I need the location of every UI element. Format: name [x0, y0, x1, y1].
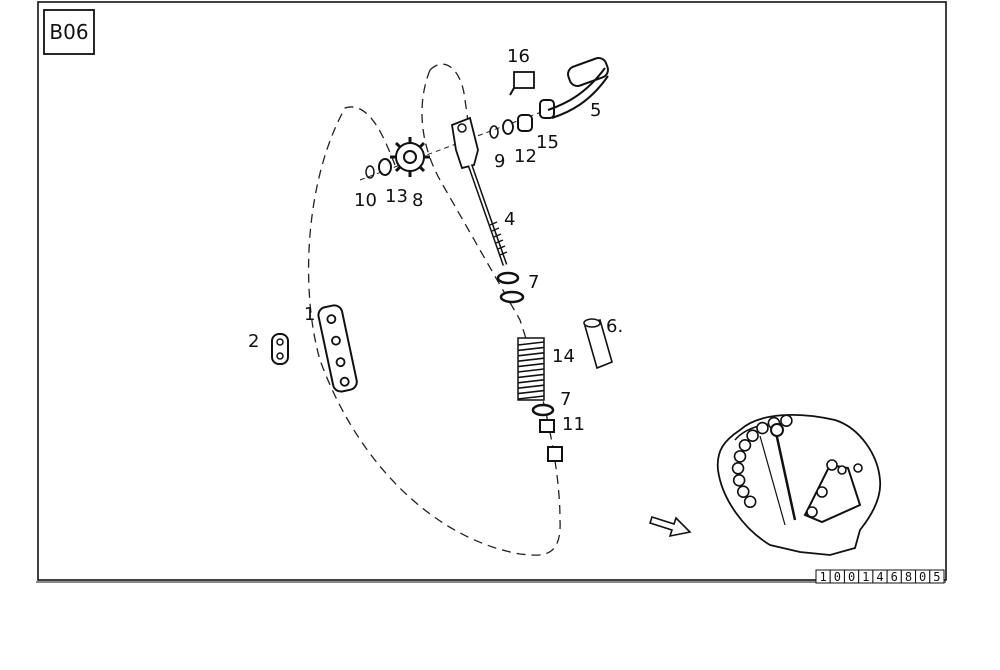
callout-7-lower: 7 — [560, 389, 571, 410]
callout-15: 15 — [536, 132, 559, 153]
inset-roller — [746, 429, 759, 442]
spring-coil — [517, 389, 545, 395]
pivot-pin-icon — [547, 57, 609, 119]
inset-roller — [736, 485, 750, 498]
spring-coil — [517, 395, 545, 400]
sleeve-icon — [583, 318, 613, 370]
callout-2: 2 — [248, 331, 259, 352]
circlip-icon — [365, 165, 375, 179]
connector-link-icon — [271, 333, 289, 365]
tensioner-bracket-icon — [450, 116, 479, 170]
nut-icon — [539, 419, 555, 433]
callout-4: 4 — [504, 209, 515, 230]
document-number-digit: 6 — [891, 570, 898, 584]
chain-links-icon — [317, 304, 358, 393]
spring-coil — [517, 346, 545, 352]
document-number-digit: 1 — [819, 570, 826, 584]
nut-icon — [499, 290, 525, 304]
callout-6: 6. — [606, 316, 623, 337]
callout-16: 16 — [507, 46, 530, 67]
callout-10: 10 — [354, 190, 377, 211]
drawing-frame — [37, 1, 947, 581]
spring-coil — [517, 373, 545, 379]
callout-12: 12 — [514, 146, 537, 167]
washer-icon — [531, 403, 555, 417]
spring-coil — [517, 341, 545, 346]
sheet-code: B06 — [49, 20, 88, 44]
chain-loop-dashed — [307, 69, 561, 556]
callout-11: 11 — [562, 414, 585, 435]
washer-icon — [489, 125, 499, 139]
inset-roller — [743, 495, 757, 509]
document-number-digit: 0 — [848, 570, 855, 584]
inset-roller — [731, 461, 745, 475]
document-number-cell — [929, 569, 945, 584]
inset-roller — [733, 450, 747, 463]
inset-roller — [780, 414, 793, 428]
spring-coil — [517, 362, 545, 368]
view-arrow-icon — [648, 515, 692, 538]
spring-coil — [517, 368, 545, 373]
document-number-digit: 4 — [876, 570, 883, 584]
callout-5: 5 — [590, 100, 601, 121]
callout-9: 9 — [494, 151, 505, 172]
bushing-icon — [539, 99, 555, 119]
nut-icon — [547, 446, 563, 462]
document-number-digit: 5 — [933, 570, 940, 584]
washer-icon — [378, 158, 392, 176]
callout-7-upper: 7 — [528, 272, 539, 293]
spring-coil — [517, 384, 545, 389]
document-number-digit: 1 — [862, 570, 869, 584]
inset-roller — [732, 473, 746, 487]
sprocket-icon — [390, 137, 430, 177]
washer-icon — [502, 119, 514, 135]
callout-8: 8 — [412, 190, 423, 211]
inset-roller — [756, 421, 769, 435]
callout-13: 13 — [385, 186, 408, 207]
grease-nipple-icon — [509, 71, 535, 96]
document-number-digit: 0 — [834, 570, 841, 584]
inset-roller — [738, 438, 752, 452]
spring-coil — [517, 357, 545, 362]
spring-coil — [517, 352, 545, 357]
spring-icon — [517, 337, 545, 401]
tension-rod-icon — [467, 164, 508, 266]
spring-coil — [517, 379, 545, 384]
nut-icon — [496, 271, 520, 285]
callout-1: 1 — [304, 304, 315, 325]
sheet-code-box — [43, 9, 95, 55]
document-number-digit: 8 — [905, 570, 912, 584]
location-overview-inset — [716, 414, 881, 556]
document-number-digit: 0 — [919, 570, 926, 584]
bushing-icon — [517, 114, 533, 132]
callout-14: 14 — [552, 346, 575, 367]
